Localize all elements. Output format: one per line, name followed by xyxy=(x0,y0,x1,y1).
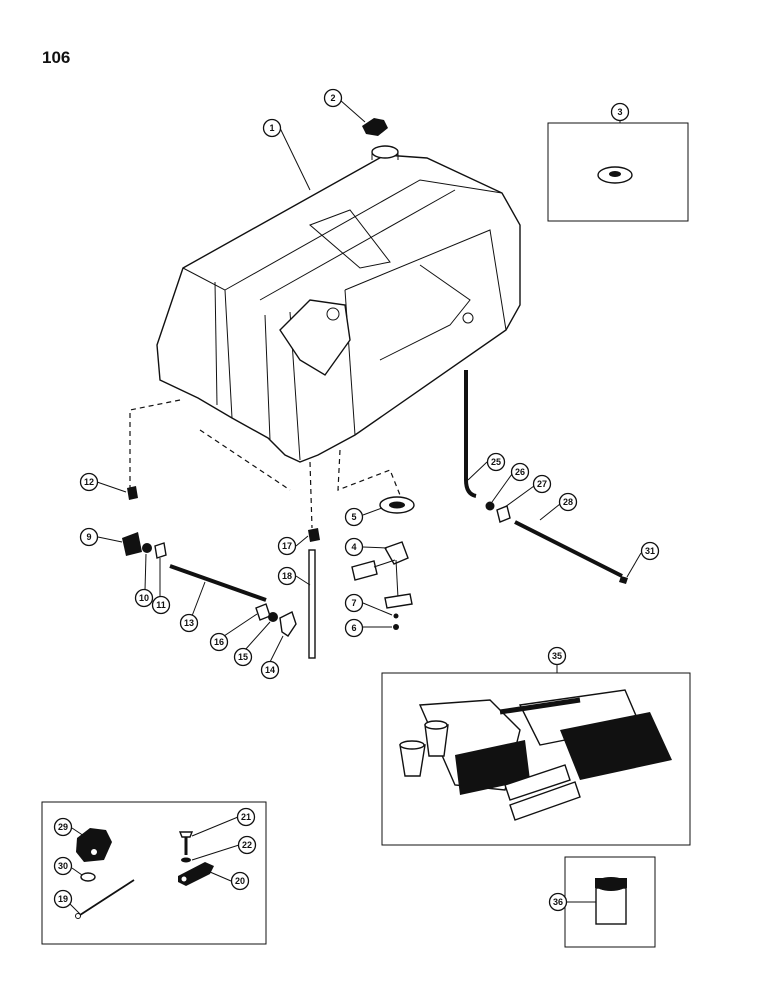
fuel-tank xyxy=(156,145,521,463)
callout-label: 6 xyxy=(351,623,356,633)
callout-label: 10 xyxy=(139,593,149,603)
callout-22: 22 xyxy=(237,835,257,855)
callout-36: 36 xyxy=(548,892,568,912)
callout-label: 16 xyxy=(214,637,224,647)
callout-label: 19 xyxy=(58,894,68,904)
callout-6: 6 xyxy=(344,618,364,638)
callout-25: 25 xyxy=(486,452,506,472)
callout-label: 4 xyxy=(351,542,356,552)
callout-31: 31 xyxy=(640,541,660,561)
callout-35: 35 xyxy=(547,646,567,666)
detail-box-cap xyxy=(547,122,689,222)
callout-21: 21 xyxy=(236,807,256,827)
callout-5: 5 xyxy=(344,507,364,527)
callout-30: 30 xyxy=(53,856,73,876)
callout-12: 12 xyxy=(79,472,99,492)
fuel-gauge-sender xyxy=(351,541,413,609)
callout-label: 26 xyxy=(515,467,525,477)
callout-1: 1 xyxy=(262,118,282,138)
callout-label: 21 xyxy=(241,812,251,822)
callout-label: 25 xyxy=(491,457,501,467)
drain-plug xyxy=(127,486,138,500)
callout-label: 27 xyxy=(537,479,547,489)
fuel-cap xyxy=(362,118,388,136)
sealant-container xyxy=(595,877,627,925)
callout-label: 28 xyxy=(563,497,573,507)
vent-tube-25 xyxy=(464,370,477,498)
callout-label: 17 xyxy=(282,541,292,551)
callout-2: 2 xyxy=(323,88,343,108)
shutoff-valve xyxy=(122,532,142,556)
callout-label: 31 xyxy=(645,546,655,556)
callout-label: 3 xyxy=(617,107,622,117)
callout-label: 22 xyxy=(242,840,252,850)
callout-label: 30 xyxy=(58,861,68,871)
callout-label: 9 xyxy=(86,532,91,542)
callout-27: 27 xyxy=(532,474,552,494)
callout-label: 12 xyxy=(84,477,94,487)
callout-19: 19 xyxy=(53,889,73,909)
clamp-inset-box xyxy=(41,801,267,945)
callout-label: 13 xyxy=(184,618,194,628)
repair-kit xyxy=(399,689,672,821)
callout-label: 18 xyxy=(282,571,292,581)
callout-15: 15 xyxy=(233,647,253,667)
callout-label: 2 xyxy=(330,93,335,103)
callout-9: 9 xyxy=(79,527,99,547)
callout-17: 17 xyxy=(277,536,297,556)
callout-label: 20 xyxy=(235,876,245,886)
callout-label: 1 xyxy=(269,123,274,133)
callout-label: 11 xyxy=(156,600,166,610)
callout-18: 18 xyxy=(277,566,297,586)
leader-lines xyxy=(69,99,642,915)
fuel-line-28 xyxy=(514,520,623,578)
callout-20: 20 xyxy=(230,871,250,891)
callout-7: 7 xyxy=(344,593,364,613)
callout-label: 36 xyxy=(553,897,563,907)
callout-3: 3 xyxy=(610,102,630,122)
callout-label: 14 xyxy=(265,665,275,675)
callout-10: 10 xyxy=(134,588,154,608)
page-number: 106 xyxy=(42,48,71,67)
fuel-line-13 xyxy=(169,564,267,602)
callout-26: 26 xyxy=(510,462,530,482)
callout-16: 16 xyxy=(209,632,229,652)
callout-4: 4 xyxy=(344,537,364,557)
tube-18 xyxy=(308,549,316,659)
callout-label: 5 xyxy=(351,512,356,522)
repair-kit-box xyxy=(381,672,691,846)
callout-11: 11 xyxy=(151,595,171,615)
callout-14: 14 xyxy=(260,660,280,680)
callout-label: 15 xyxy=(238,652,248,662)
callout-label: 7 xyxy=(351,598,356,608)
callout-label: 29 xyxy=(58,822,68,832)
callout-29: 29 xyxy=(53,817,73,837)
callout-label: 35 xyxy=(552,651,562,661)
callout-28: 28 xyxy=(558,492,578,512)
callout-13: 13 xyxy=(179,613,199,633)
